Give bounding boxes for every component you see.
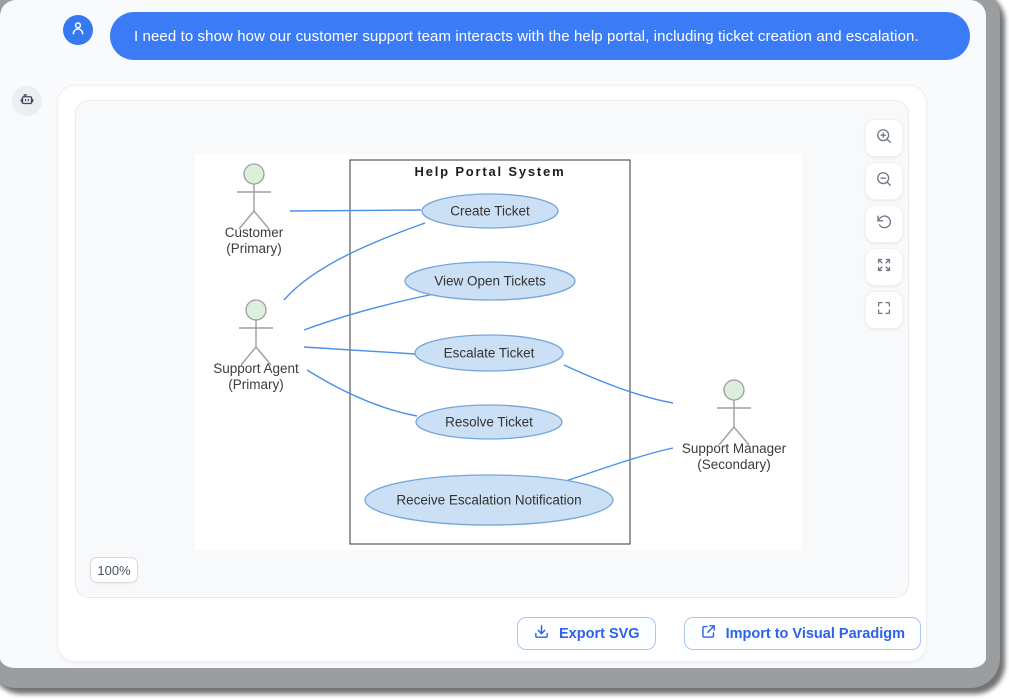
actor-head [723, 379, 745, 401]
connector-customer-to-create-ticket [289, 209, 422, 212]
actor-leg-left [238, 210, 255, 230]
use-case-label: Receive Escalation Notification [396, 493, 581, 508]
actor-leg-right [733, 426, 750, 446]
use-case-label: Create Ticket [450, 204, 530, 219]
use-case-label: View Open Tickets [434, 274, 546, 289]
zoom-in-icon [874, 126, 894, 151]
connector-receive-notification-to-manager [565, 447, 674, 482]
connector-escalate-ticket-to-manager [563, 364, 674, 404]
use-case-escalate-ticket: Escalate Ticket [414, 334, 564, 372]
app-window: I need to show how our customer support … [0, 0, 1000, 688]
assistant-avatar [12, 86, 42, 116]
connector-agent-to-resolve-ticket [306, 369, 418, 417]
zoom-out-button[interactable] [865, 162, 903, 200]
user-icon [69, 19, 87, 42]
zoom-level-value: 100% [97, 562, 131, 578]
actor-role: (Secondary) [697, 457, 771, 472]
chat-panel: I need to show how our customer support … [12, 12, 970, 662]
viewer-controls [865, 119, 903, 329]
zoom-out-icon [874, 169, 894, 194]
actor-leg-right [253, 210, 270, 230]
use-case-ellipse [421, 193, 559, 229]
connector-agent-to-create-ticket [283, 222, 426, 301]
system-boundary-title: Help Portal System [415, 164, 566, 179]
user-message-bubble: I need to show how our customer support … [110, 12, 970, 60]
use-case-receive-escalation-notification: Receive Escalation Notification [364, 474, 614, 526]
import-to-visual-paradigm-button[interactable]: Import to Visual Paradigm [683, 617, 921, 650]
user-avatar [63, 15, 93, 45]
download-icon [533, 623, 550, 644]
actor-role: (Primary) [228, 377, 284, 392]
actor-support-agent: Support Agent(Primary) [213, 299, 299, 392]
zoom-level-badge: 100% [90, 557, 138, 583]
connector-agent-to-view-open-tickets [303, 293, 435, 331]
actor-leg-left [718, 426, 735, 446]
user-message-text: I need to show how our customer support … [134, 27, 919, 45]
export-svg-label: Export SVG [559, 625, 640, 642]
robot-icon [18, 90, 36, 113]
actor-name: Support Manager [682, 441, 787, 456]
use-case-label: Escalate Ticket [444, 346, 535, 361]
use-case-ellipse [414, 334, 564, 372]
actor-head [243, 163, 265, 185]
use-case-ellipse [404, 261, 576, 301]
use-case-ellipse [364, 474, 614, 526]
import-to-visual-paradigm-label: Import to Visual Paradigm [725, 625, 905, 642]
expand-button[interactable] [865, 248, 903, 286]
export-svg-button[interactable]: Export SVG [517, 617, 656, 650]
external-link-icon [700, 623, 717, 644]
connector-agent-to-escalate-ticket [303, 346, 416, 355]
use-case-ellipse [415, 404, 563, 440]
actor-name: Support Agent [213, 361, 299, 376]
reset-view-button[interactable] [865, 205, 903, 243]
actor-name: Customer [225, 225, 284, 240]
zoom-in-button[interactable] [865, 119, 903, 157]
actor-leg-left [240, 346, 257, 366]
card-footer: Export SVG Import to Visual Paradigm [517, 617, 921, 650]
use-case-create-ticket: Create Ticket [421, 193, 559, 229]
actor-support-manager: Support Manager(Secondary) [682, 379, 787, 472]
expand-arrows-icon [874, 255, 894, 280]
rotate-ccw-icon [874, 212, 894, 237]
fit-screen-button[interactable] [865, 291, 903, 329]
use-case-resolve-ticket: Resolve Ticket [415, 404, 563, 440]
fullscreen-corners-icon [874, 298, 894, 323]
actor-role: (Primary) [226, 241, 282, 256]
actor-leg-right [255, 346, 272, 366]
actor-customer: Customer(Primary) [225, 163, 284, 256]
use-case-view-open-tickets: View Open Tickets [404, 261, 576, 301]
use-case-label: Resolve Ticket [445, 415, 533, 430]
actor-head [245, 299, 267, 321]
